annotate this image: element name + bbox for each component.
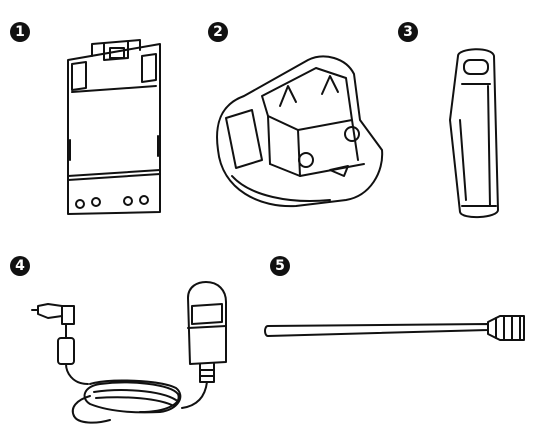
item-number-5: 5 bbox=[270, 256, 290, 276]
battery-pack-icon bbox=[67, 39, 161, 215]
item-number-3: 3 bbox=[398, 22, 418, 42]
item-number-1: 1 bbox=[10, 22, 30, 42]
item-number-4: 4 bbox=[10, 256, 30, 276]
antenna-icon bbox=[264, 315, 525, 341]
belt-clip-icon bbox=[449, 48, 499, 218]
ac-adapter-icon bbox=[31, 281, 227, 424]
item-number-2: 2 bbox=[208, 22, 228, 42]
charger-cradle-icon bbox=[216, 55, 384, 208]
